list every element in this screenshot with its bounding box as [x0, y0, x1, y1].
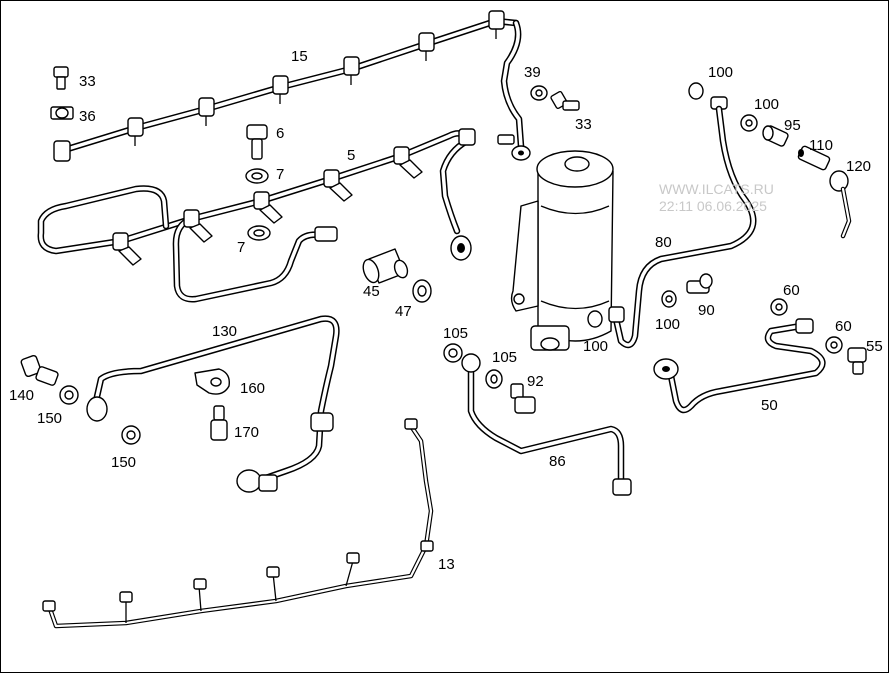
label-33-lower[interactable]: 33 — [575, 116, 592, 133]
part-120-connector[interactable] — [829, 170, 852, 239]
part-92-screw[interactable] — [510, 383, 536, 414]
label-150-upper[interactable]: 150 — [37, 410, 63, 427]
label-100-fourth[interactable]: 100 — [583, 338, 609, 355]
label-105-right[interactable]: 105 — [492, 349, 518, 366]
part-6-hollow-bolt[interactable] — [246, 124, 268, 160]
part-7-washer-upper[interactable] — [245, 168, 269, 184]
part-86-fuel-line[interactable] — [461, 353, 632, 496]
part-39-washer[interactable] — [530, 85, 548, 101]
part-60-washer-upper[interactable] — [770, 298, 788, 316]
label-90[interactable]: 90 — [698, 302, 715, 319]
part-13-wiring-harness[interactable] — [42, 418, 434, 629]
label-6[interactable]: 6 — [276, 125, 285, 142]
label-110[interactable]: 110 — [809, 137, 833, 154]
label-5[interactable]: 5 — [347, 147, 356, 164]
label-95[interactable]: 95 — [784, 117, 801, 134]
part-100-washer-top[interactable] — [740, 114, 758, 132]
label-160[interactable]: 160 — [240, 380, 266, 397]
part-100-washer-right[interactable] — [661, 290, 677, 308]
part-33-bolt[interactable] — [53, 66, 69, 90]
part-105-washer-right[interactable] — [485, 369, 503, 389]
part-150-washer-lower[interactable] — [121, 425, 141, 445]
part-100-washer-mid[interactable] — [587, 310, 603, 328]
label-60-lower[interactable]: 60 — [835, 318, 852, 335]
label-13[interactable]: 13 — [438, 556, 455, 573]
label-100-third[interactable]: 100 — [655, 316, 681, 333]
label-33-upper[interactable]: 33 — [79, 73, 96, 90]
part-55-screw[interactable] — [847, 347, 867, 375]
label-150-lower[interactable]: 150 — [111, 454, 137, 471]
part-140-bolt[interactable] — [20, 354, 59, 386]
label-120[interactable]: 120 — [846, 158, 872, 175]
watermark-timestamp: 22:11 06.06.2025 — [659, 198, 767, 214]
part-100-banjo-top[interactable] — [688, 82, 728, 110]
part-47-washer[interactable] — [412, 279, 432, 303]
label-39[interactable]: 39 — [524, 64, 541, 81]
label-80[interactable]: 80 — [655, 234, 672, 251]
part-110-sensor[interactable] — [797, 145, 831, 171]
label-60-upper[interactable]: 60 — [783, 282, 800, 299]
label-86[interactable]: 86 — [549, 453, 566, 470]
part-50-return-line[interactable] — [653, 318, 826, 414]
fuel-filter-housing[interactable] — [510, 150, 614, 351]
label-50[interactable]: 50 — [761, 397, 778, 414]
label-55[interactable]: 55 — [866, 338, 883, 355]
label-7-upper[interactable]: 7 — [276, 166, 285, 183]
label-100-top[interactable]: 100 — [708, 64, 734, 81]
part-90-screw[interactable] — [686, 273, 713, 294]
part-150-washer-upper[interactable] — [59, 385, 79, 405]
label-170[interactable]: 170 — [234, 424, 260, 441]
label-130[interactable]: 130 — [212, 323, 238, 340]
label-92[interactable]: 92 — [527, 373, 544, 390]
part-45-valve[interactable] — [360, 248, 409, 285]
part-36-nut[interactable] — [50, 106, 74, 120]
label-36[interactable]: 36 — [79, 108, 96, 125]
part-105-washer-left[interactable] — [443, 343, 463, 363]
part-130-leak-line[interactable] — [86, 315, 340, 493]
part-60-washer-lower[interactable] — [825, 336, 843, 354]
part-5-fuel-rail[interactable] — [37, 128, 476, 303]
part-7-washer-lower[interactable] — [247, 225, 271, 241]
label-7-lower[interactable]: 7 — [237, 239, 246, 256]
watermark-site: WWW.ILCATS.RU — [659, 181, 774, 197]
part-160-clamp[interactable] — [194, 368, 230, 395]
label-140[interactable]: 140 — [9, 387, 35, 404]
part-80-fuel-line[interactable] — [608, 105, 757, 349]
label-47[interactable]: 47 — [395, 303, 412, 320]
part-33-screw[interactable] — [550, 90, 580, 111]
label-45[interactable]: 45 — [363, 283, 380, 300]
label-100-second[interactable]: 100 — [754, 96, 780, 113]
part-15-injection-rail[interactable] — [53, 10, 531, 162]
label-15[interactable]: 15 — [291, 48, 308, 65]
part-170-bolt[interactable] — [210, 405, 228, 441]
part-95-fitting[interactable] — [762, 125, 789, 147]
label-105-left[interactable]: 105 — [443, 325, 469, 342]
